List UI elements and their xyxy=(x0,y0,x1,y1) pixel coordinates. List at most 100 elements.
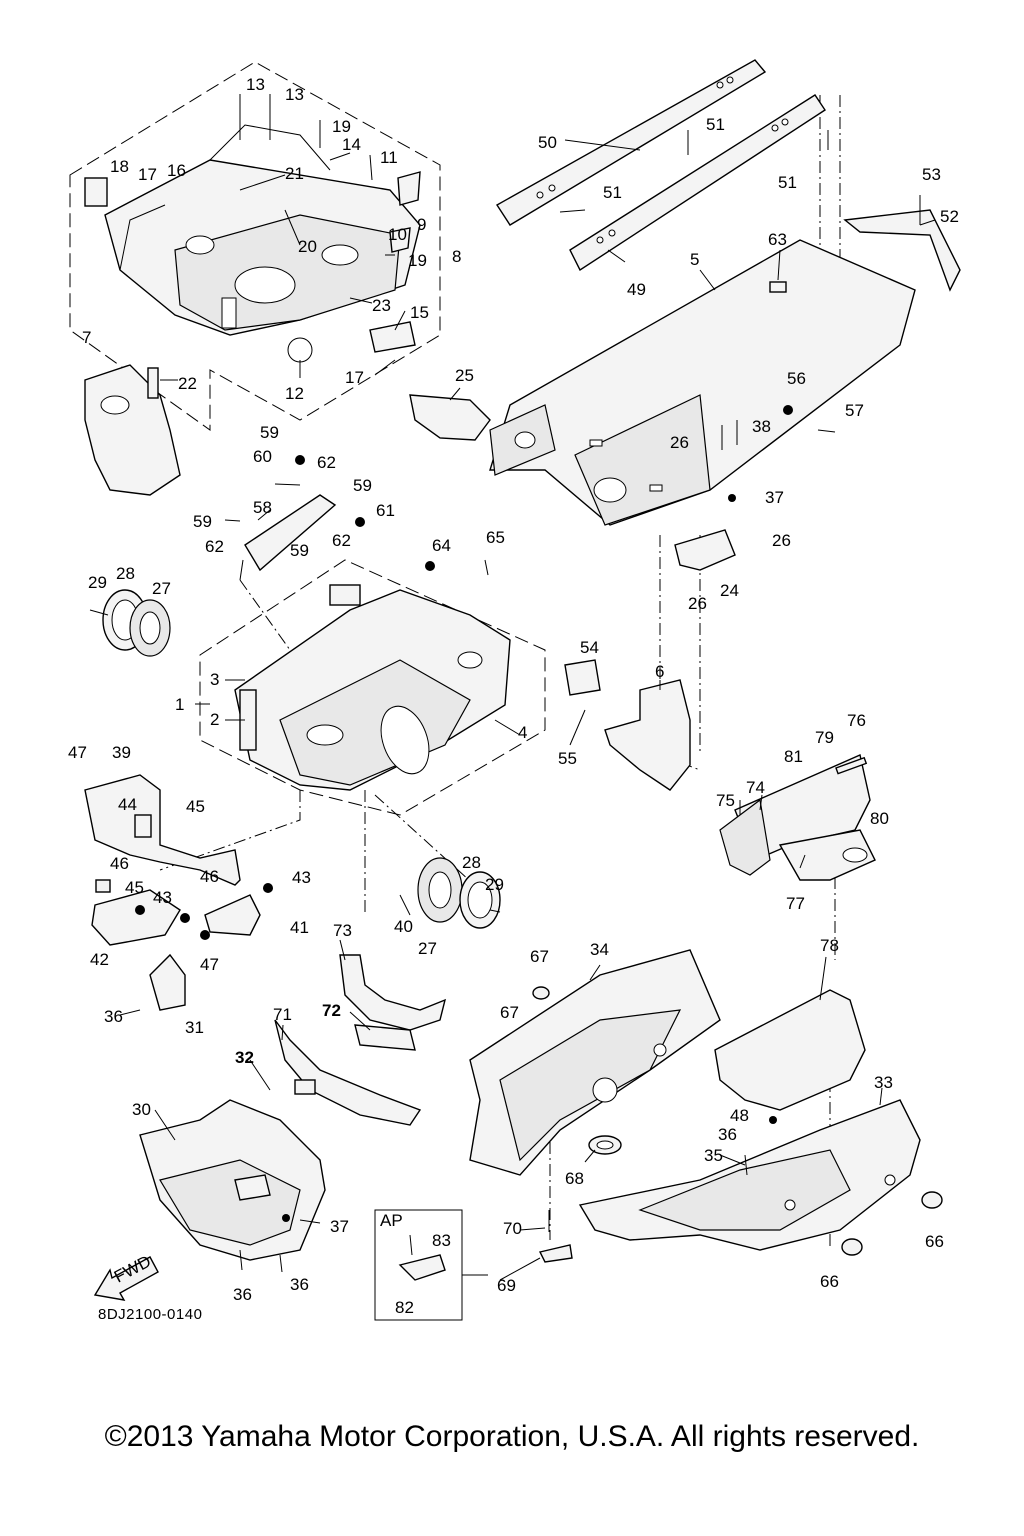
callout-27b: 27 xyxy=(418,939,437,958)
callout-47b: 47 xyxy=(200,955,219,974)
callout-53: 53 xyxy=(922,165,941,184)
callout-2: 2 xyxy=(210,710,219,729)
callout-54: 54 xyxy=(580,638,599,657)
bracket-69 xyxy=(538,1244,573,1263)
callout-48: 48 xyxy=(730,1106,749,1125)
callout-69: 69 xyxy=(497,1276,516,1295)
cover-73 xyxy=(339,954,447,1031)
grip-42 xyxy=(91,889,181,946)
bracket-58 xyxy=(244,494,337,572)
callout-68: 68 xyxy=(565,1169,584,1188)
callout-18: 18 xyxy=(110,157,129,176)
assembly-box-frame-upper xyxy=(69,61,441,431)
callout-12: 12 xyxy=(285,384,304,403)
callout-60: 60 xyxy=(253,447,272,466)
callout-81: 81 xyxy=(784,747,803,766)
callout-51b: 51 xyxy=(603,183,622,202)
callout-66b: 66 xyxy=(820,1272,839,1291)
callout-8: 8 xyxy=(452,247,461,266)
callout-leaders xyxy=(154,94,936,1281)
callout-15: 15 xyxy=(410,303,429,322)
callout-4: 4 xyxy=(518,723,527,742)
callout-43b: 43 xyxy=(153,888,172,907)
callout-83: 83 xyxy=(432,1231,451,1250)
panel-78 xyxy=(714,989,866,1111)
callout-61: 61 xyxy=(376,501,395,520)
callout-9: 9 xyxy=(417,215,426,234)
callout-62c: 62 xyxy=(332,531,351,550)
lower-panel-33 xyxy=(578,1099,921,1251)
callout-33: 33 xyxy=(874,1073,893,1092)
callout-30: 30 xyxy=(132,1100,151,1119)
callout-52: 52 xyxy=(940,207,959,226)
fwd-arrow-icon: FWD xyxy=(93,1252,159,1301)
callout-80: 80 xyxy=(870,809,889,828)
cap-67 xyxy=(532,986,550,1000)
callout-77: 77 xyxy=(786,894,805,913)
callout-74: 74 xyxy=(746,778,765,797)
callout-66a: 66 xyxy=(925,1232,944,1251)
callout-56: 56 xyxy=(787,369,806,388)
cap-66 xyxy=(841,1238,863,1256)
diagram-code: 8DJ2100-0140 xyxy=(98,1306,203,1323)
callout-65: 65 xyxy=(486,528,505,547)
callout-37a: 37 xyxy=(765,488,784,507)
callout-36b: 36 xyxy=(233,1285,252,1304)
callout-51c: 51 xyxy=(778,173,797,192)
callout-47a: 47 xyxy=(68,743,87,762)
callout-1: 1 xyxy=(175,695,184,714)
callout-79: 79 xyxy=(815,728,834,747)
ap-box xyxy=(374,1209,463,1321)
callout-26b: 26 xyxy=(772,531,791,550)
cap-66 xyxy=(921,1191,943,1209)
callout-36c: 36 xyxy=(290,1275,309,1294)
callout-73: 73 xyxy=(333,921,352,940)
callout-26c: 26 xyxy=(688,594,707,613)
callout-43a: 43 xyxy=(292,868,311,887)
insulator-72 xyxy=(354,1024,416,1051)
copyright-text: ©2013 Yamaha Motor Corporation, U.S.A. A… xyxy=(104,1420,920,1453)
callout-45b: 45 xyxy=(125,878,144,897)
callout-40: 40 xyxy=(394,917,413,936)
callout-28b: 28 xyxy=(462,853,481,872)
leader-line xyxy=(159,790,301,871)
callout-38: 38 xyxy=(752,417,771,436)
bracket-54 xyxy=(564,659,601,696)
callout-13b: 13 xyxy=(285,85,304,104)
callout-72: 72 xyxy=(322,1001,341,1020)
callout-11: 11 xyxy=(380,148,398,167)
callout-17a: 17 xyxy=(138,165,157,184)
callout-19a: 19 xyxy=(332,117,351,136)
gasket-27-28-lower xyxy=(417,857,501,929)
ap-label: AP xyxy=(380,1211,403,1230)
side-panel-34 xyxy=(469,949,721,1176)
callout-28a: 28 xyxy=(116,564,135,583)
callout-14: 14 xyxy=(342,135,361,154)
rails xyxy=(496,59,826,272)
bracket-24 xyxy=(674,529,736,571)
leader-line xyxy=(374,794,481,891)
callout-64: 64 xyxy=(432,536,451,555)
callout-59a: 59 xyxy=(260,423,279,442)
callout-58: 58 xyxy=(253,498,272,517)
callout-21: 21 xyxy=(285,164,304,183)
callout-36a: 36 xyxy=(104,1007,123,1026)
callout-41: 41 xyxy=(290,918,309,937)
callout-labels: 1 2 3 4 5 6 7 8 9 10 11 12 13 13 14 15 1… xyxy=(68,75,959,1317)
callout-10: 10 xyxy=(388,225,407,244)
callout-76: 76 xyxy=(847,711,866,730)
callout-82: 82 xyxy=(395,1298,414,1317)
callout-71: 71 xyxy=(273,1005,292,1024)
callout-31: 31 xyxy=(185,1018,204,1037)
callout-46b: 46 xyxy=(200,867,219,886)
callout-34: 34 xyxy=(590,940,609,959)
bracket-82 xyxy=(398,1254,446,1281)
callout-57: 57 xyxy=(845,401,864,420)
callout-59c: 59 xyxy=(193,512,212,531)
leader-line xyxy=(239,579,291,651)
callout-62b: 62 xyxy=(205,537,224,556)
callout-19b: 19 xyxy=(408,251,427,270)
assembly-box-frame-main xyxy=(199,559,546,816)
callout-50: 50 xyxy=(538,133,557,152)
callout-25: 25 xyxy=(455,366,474,385)
